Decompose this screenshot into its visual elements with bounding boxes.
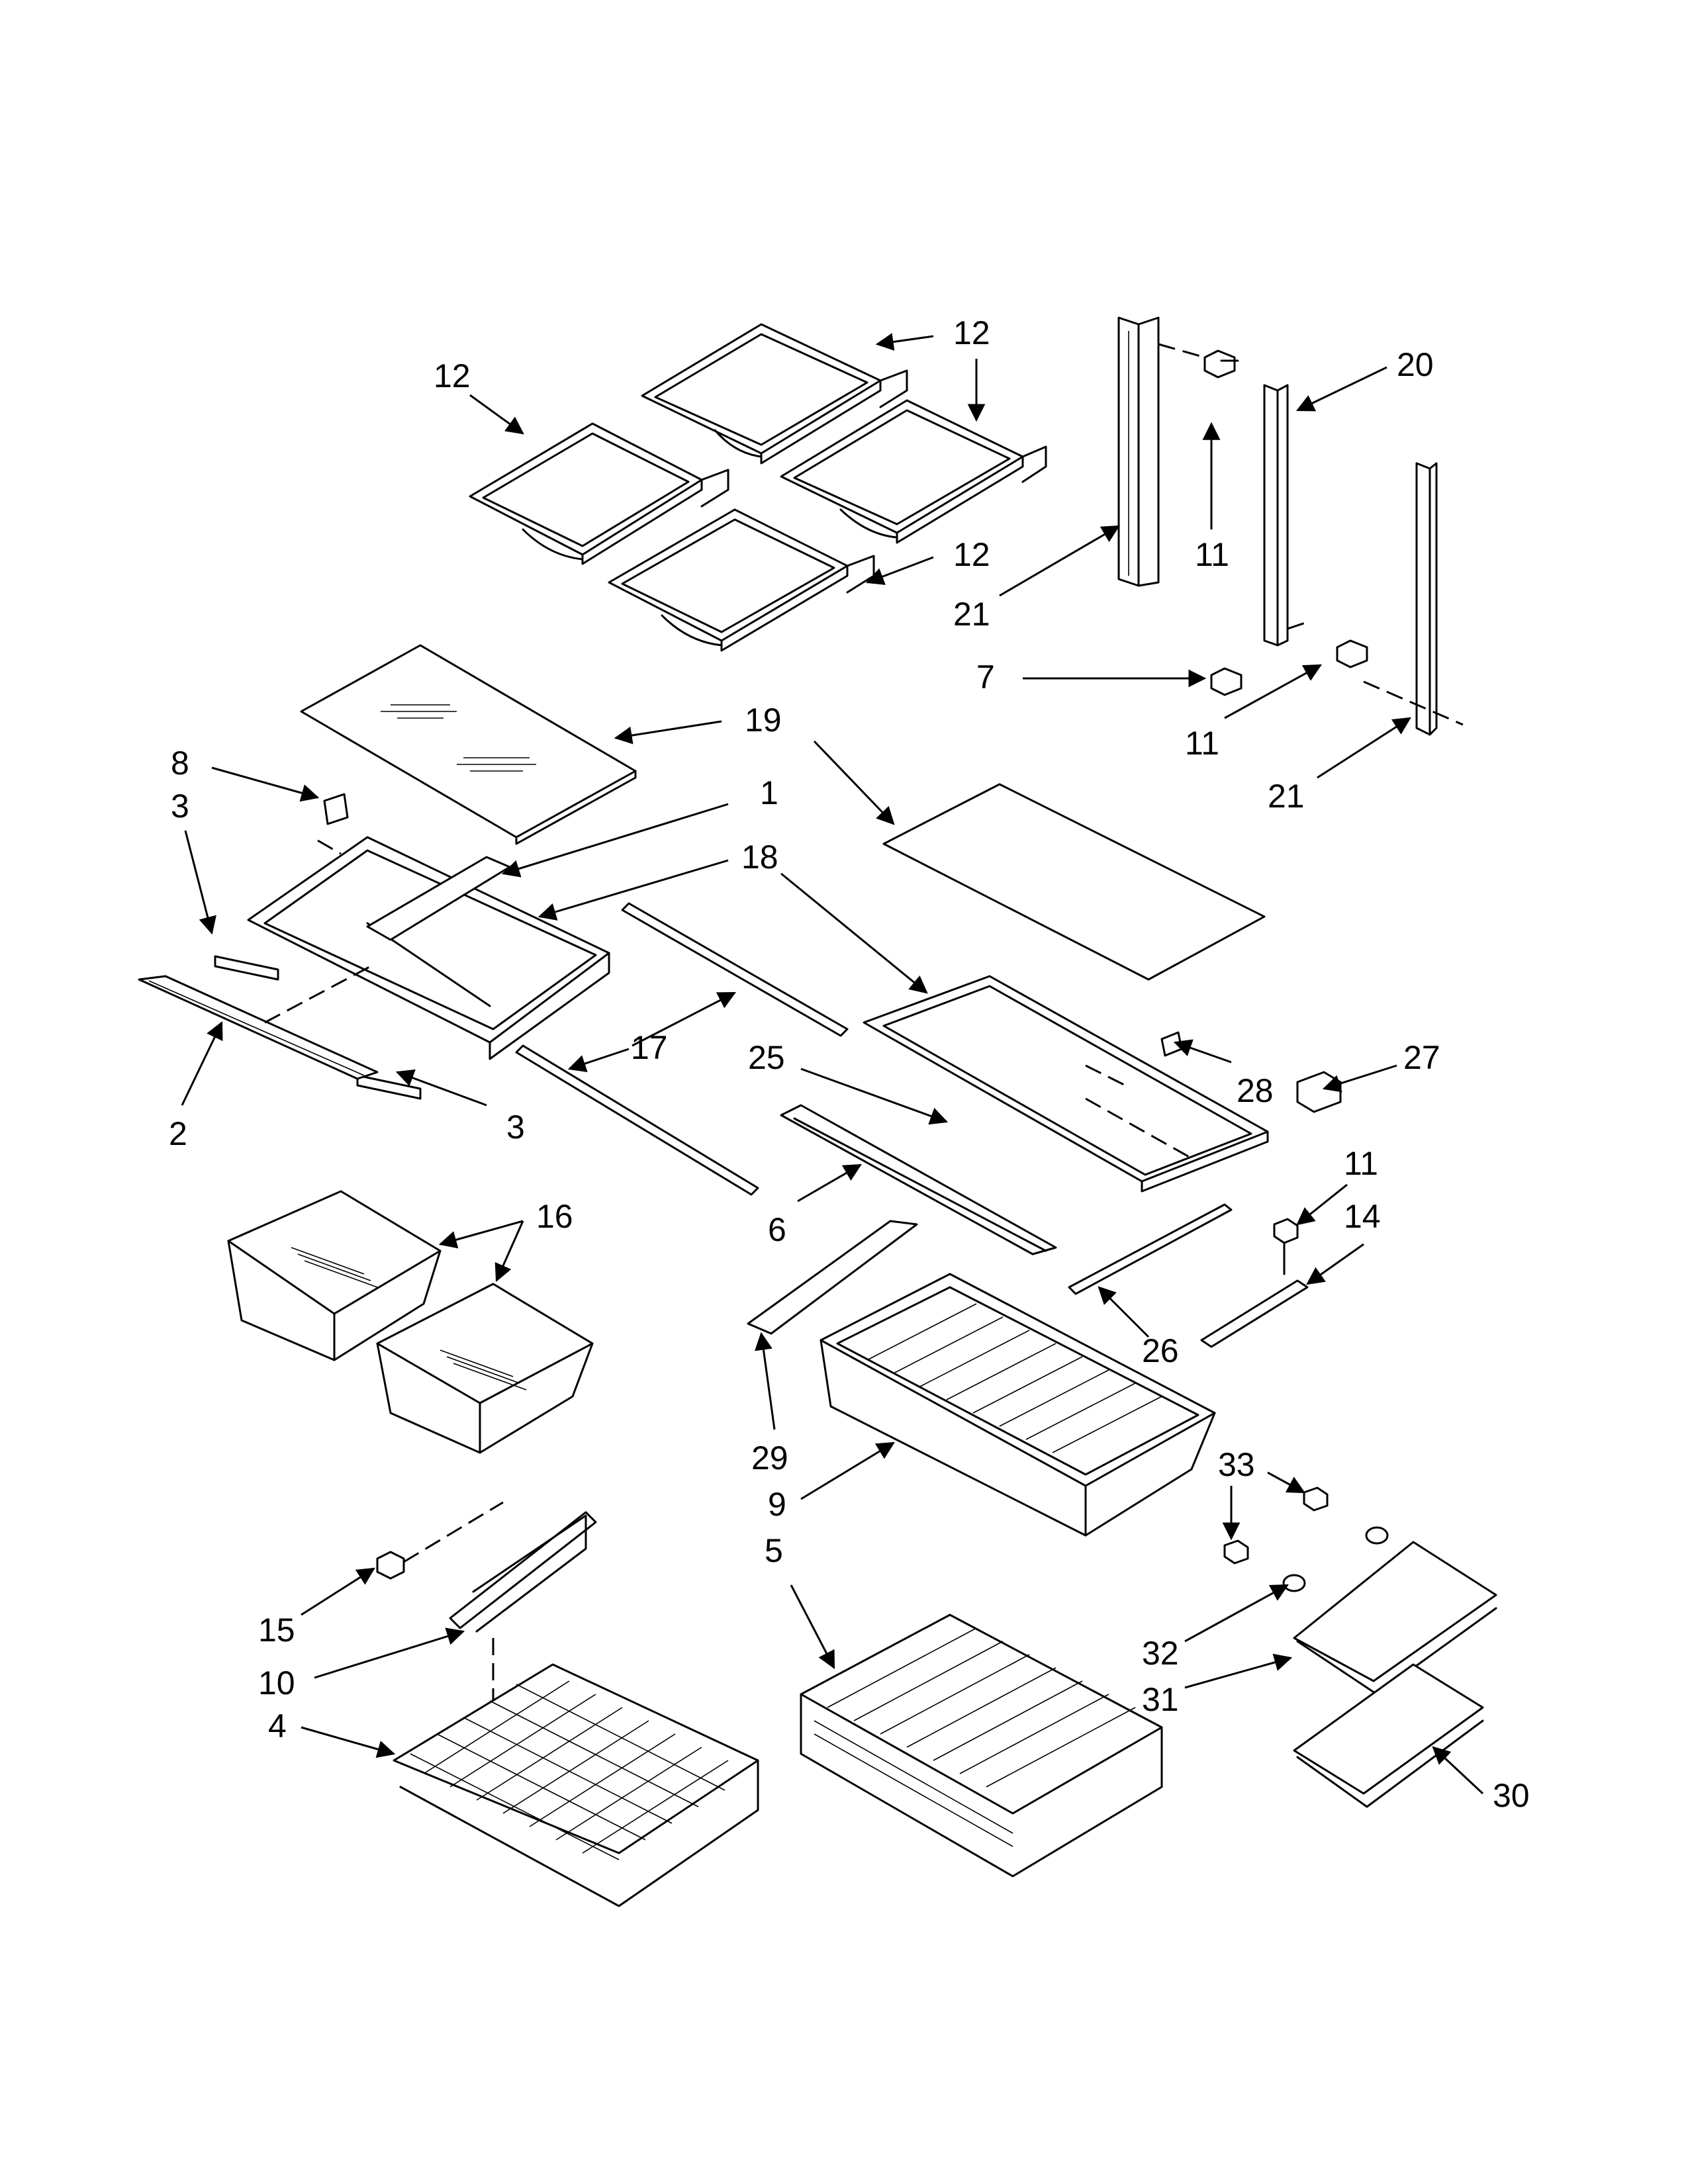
crisper-drawer-left [227, 1190, 442, 1361]
rod-lower [515, 1044, 759, 1196]
callout-12-top-right: 12 [953, 314, 990, 351]
freezer-drawer [820, 1273, 1216, 1537]
screw-14 [1273, 1218, 1299, 1275]
shelf-rail-center [1263, 384, 1289, 647]
screw-33-a [1303, 1486, 1329, 1512]
screw-lower-right [1336, 639, 1368, 668]
drawer-handle-29 [747, 1220, 918, 1335]
callout-18: 18 [741, 839, 778, 876]
shelf-rail-right [1415, 462, 1438, 736]
callout-27: 27 [1403, 1039, 1440, 1076]
callout-11-lower: 11 [1344, 1145, 1378, 1182]
callout-12-bottom: 12 [953, 536, 990, 573]
wire-basket-5 [800, 1614, 1163, 1878]
callout-32: 32 [1142, 1635, 1179, 1672]
crisper-drawer-right [376, 1283, 594, 1454]
washer-33-b [1365, 1526, 1389, 1545]
callout-30: 30 [1493, 1777, 1530, 1814]
leader-lines [181, 333, 1484, 1795]
callout-3-upper: 3 [171, 788, 189, 825]
callout-21-right: 21 [1268, 778, 1305, 815]
callout-12-left: 12 [434, 357, 471, 394]
glass-shelf-right [882, 783, 1266, 981]
callout-2: 2 [169, 1115, 187, 1152]
callout-8: 8 [171, 745, 189, 782]
callout-10: 10 [258, 1664, 295, 1702]
callout-3-lower: 3 [506, 1109, 525, 1146]
shelf-rail-left [1117, 316, 1160, 587]
door-bin-top [641, 323, 908, 465]
callout-14: 14 [1344, 1198, 1381, 1235]
callout-21-left: 21 [953, 596, 990, 633]
crisper-cover-trim [780, 1104, 1057, 1255]
callout-7: 7 [976, 659, 995, 696]
rod-upper [621, 902, 849, 1037]
clip-8 [323, 793, 349, 825]
callout-9: 9 [768, 1486, 786, 1523]
callout-31: 31 [1142, 1681, 1179, 1718]
callout-11-top: 11 [1195, 536, 1229, 573]
washer-32-b [1282, 1574, 1306, 1592]
callout-1: 1 [760, 774, 778, 811]
callout-11-middle: 11 [1185, 725, 1219, 762]
door-bin-left [469, 422, 729, 565]
screw-32-a [1223, 1539, 1249, 1565]
door-bin-right [780, 399, 1047, 544]
callout-26: 26 [1142, 1332, 1179, 1369]
bracket-14 [1200, 1279, 1309, 1348]
screw-15 [376, 1501, 504, 1580]
crisper-frame-left-bracket-2 [356, 1074, 422, 1100]
crisper-frame-right [863, 975, 1269, 1193]
callout-28: 28 [1237, 1072, 1274, 1109]
callout-16: 16 [536, 1198, 573, 1235]
callout-15: 15 [258, 1612, 295, 1649]
callout-17: 17 [631, 1029, 668, 1066]
ice-bin-31 [1293, 1541, 1497, 1696]
door-bin-bottom [608, 508, 875, 652]
callout-labels: 12 12 12 12 20 11 21 7 11 21 19 8 3 1 18… [169, 314, 1530, 1814]
clip-27 [1296, 1071, 1342, 1113]
slide-rail [1068, 1203, 1233, 1295]
screw-upper [1203, 349, 1239, 379]
callout-5: 5 [765, 1532, 783, 1569]
crisper-frame-left [247, 836, 610, 1060]
glass-shelf-left [300, 644, 637, 845]
callout-4: 4 [268, 1707, 287, 1745]
wire-basket-4 [393, 1663, 759, 1907]
callout-33: 33 [1218, 1446, 1255, 1483]
callout-25: 25 [748, 1039, 785, 1076]
crisper-frame-left-bracket [214, 955, 279, 981]
callout-19: 19 [745, 702, 782, 739]
callout-29: 29 [751, 1439, 788, 1477]
screw-lower-left [1210, 667, 1243, 696]
divider-10 [449, 1511, 597, 1734]
trim-front [138, 975, 379, 1080]
callout-6: 6 [768, 1211, 786, 1248]
callout-20: 20 [1397, 346, 1434, 383]
ice-tray-30 [1293, 1663, 1484, 1808]
